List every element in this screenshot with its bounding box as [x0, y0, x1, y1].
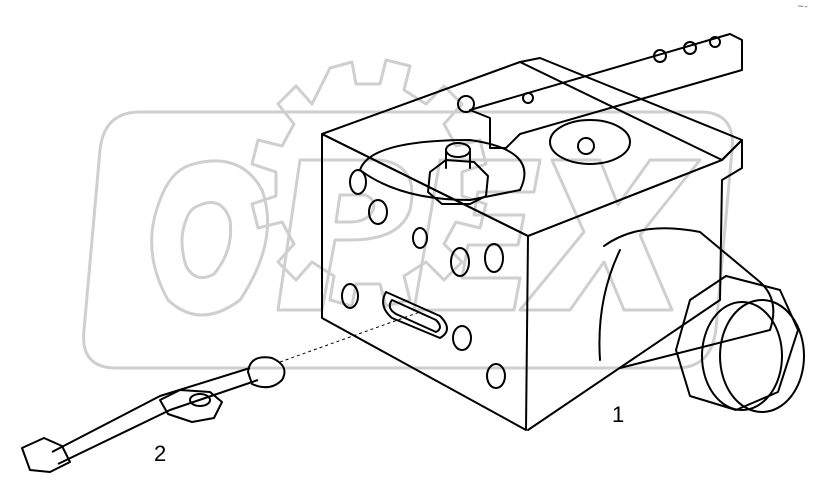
pivot-screw	[457, 95, 475, 113]
watermark-letter-o	[150, 159, 270, 317]
front-hole	[486, 363, 506, 389]
bolt-shank	[445, 149, 471, 169]
front-slot	[382, 291, 448, 339]
part-2-link	[21, 356, 286, 473]
block-top-bevel	[519, 57, 743, 161]
front-hole	[452, 325, 472, 351]
front-hole	[450, 247, 470, 277]
front-hole	[484, 243, 504, 273]
corner-mark: ~-	[797, 2, 808, 12]
part-1-valve-block	[321, 33, 805, 431]
front-hole	[341, 283, 359, 309]
link-end-block	[21, 437, 71, 473]
watermark-frame	[82, 110, 734, 370]
front-hole	[368, 199, 388, 225]
watermark-letter-p	[276, 158, 414, 312]
front-hole	[412, 227, 428, 249]
assembly-leader-line	[279, 311, 421, 363]
watermark-gear	[250, 58, 488, 308]
front-slot-inner	[388, 299, 441, 333]
pivot-pin	[577, 137, 595, 155]
block-front-face	[321, 133, 529, 431]
watermark-letter-x	[518, 158, 702, 312]
bolt-nut	[427, 159, 489, 205]
lever-hole	[683, 41, 697, 55]
link-hex-body	[159, 389, 223, 423]
link-hex-hole	[189, 393, 211, 407]
link-bar	[51, 367, 259, 465]
lever-hole	[653, 49, 667, 63]
callout-label-2: 2	[154, 441, 167, 466]
side-cylinder-lower	[598, 249, 621, 361]
hex-plug-face	[719, 299, 805, 413]
opex-watermark-logo	[82, 58, 734, 370]
lever-hole	[522, 92, 534, 104]
link-eye	[247, 356, 286, 389]
lever-arm	[469, 33, 743, 149]
lever-hole	[709, 36, 721, 48]
pivot-disc	[549, 119, 631, 165]
hex-plug-ring	[701, 301, 783, 411]
callout-label-1: 1	[612, 402, 625, 427]
hex-plug	[675, 275, 799, 411]
side-cylinder	[603, 227, 775, 369]
front-hole	[349, 169, 367, 195]
watermark-letter-e	[412, 158, 542, 312]
top-recess	[359, 139, 526, 201]
